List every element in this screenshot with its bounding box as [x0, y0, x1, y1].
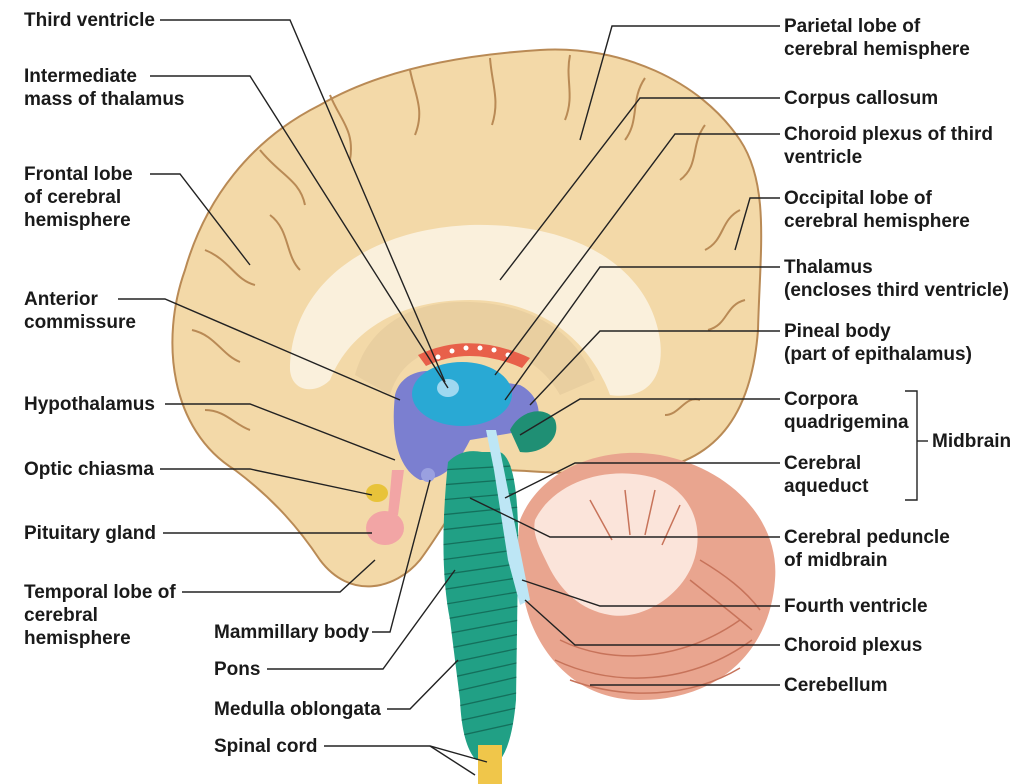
pituitary-shape: [366, 511, 404, 545]
label-pineal-body: Pineal body (part of epithalamus): [784, 320, 972, 366]
label-line: Pons: [214, 658, 260, 681]
label-line: Occipital lobe of: [784, 187, 970, 210]
label-line: hemisphere: [24, 209, 133, 232]
label-cerebral-peduncle: Cerebral peduncle of midbrain: [784, 526, 950, 572]
label-thalamus: Thalamus (encloses third ventricle): [784, 256, 1009, 302]
label-choroid-plexus-third: Choroid plexus of third ventricle: [784, 123, 993, 169]
label-line: (encloses third ventricle): [784, 279, 1009, 302]
label-line: Frontal lobe: [24, 163, 133, 186]
label-line: Anterior: [24, 288, 136, 311]
label-line: Corpora: [784, 388, 909, 411]
label-line: Choroid plexus of third: [784, 123, 993, 146]
label-line: Cerebral peduncle: [784, 526, 950, 549]
spinal-cord-shape: [478, 745, 502, 784]
label-temporal-lobe: Temporal lobe of cerebral hemisphere: [24, 581, 176, 650]
label-cerebral-aqueduct: Cerebral aqueduct: [784, 452, 868, 498]
label-line: Cerebral: [784, 452, 868, 475]
label-line: aqueduct: [784, 475, 868, 498]
label-frontal-lobe: Frontal lobe of cerebral hemisphere: [24, 163, 133, 232]
label-anterior-commissure: Anterior commissure: [24, 288, 136, 334]
label-medulla-oblongata: Medulla oblongata: [214, 698, 381, 721]
label-line: Parietal lobe of: [784, 15, 970, 38]
label-third-ventricle: Third ventricle: [24, 9, 155, 32]
label-line: Hypothalamus: [24, 393, 155, 416]
label-line: Spinal cord: [214, 735, 317, 758]
label-cerebellum: Cerebellum: [784, 674, 887, 697]
label-line: cerebral hemisphere: [784, 210, 970, 233]
mammillary-shape: [421, 468, 435, 482]
label-line: Third ventricle: [24, 9, 155, 32]
label-line: Medulla oblongata: [214, 698, 381, 721]
label-line: mass of thalamus: [24, 88, 185, 111]
label-parietal-lobe: Parietal lobe of cerebral hemisphere: [784, 15, 970, 61]
label-line: Optic chiasma: [24, 458, 154, 481]
label-line: Cerebellum: [784, 674, 887, 697]
label-line: Mammillary body: [214, 621, 369, 644]
label-line: commissure: [24, 311, 136, 334]
label-choroid-plexus: Choroid plexus: [784, 634, 922, 657]
label-line: quadrigemina: [784, 411, 909, 434]
label-line: cerebral hemisphere: [784, 38, 970, 61]
label-line: cerebral: [24, 604, 176, 627]
label-line: Corpus callosum: [784, 87, 938, 110]
label-pons: Pons: [214, 658, 260, 681]
leader-medulla: [387, 660, 458, 709]
label-corpora-quadrigemina: Corpora quadrigemina: [784, 388, 909, 434]
label-line: of midbrain: [784, 549, 950, 572]
label-line: Pineal body: [784, 320, 972, 343]
label-corpus-callosum: Corpus callosum: [784, 87, 938, 110]
label-line: (part of epithalamus): [784, 343, 972, 366]
label-intermediate-mass: Intermediate mass of thalamus: [24, 65, 185, 111]
label-optic-chiasma: Optic chiasma: [24, 458, 154, 481]
label-fourth-ventricle: Fourth ventricle: [784, 595, 928, 618]
label-pituitary-gland: Pituitary gland: [24, 522, 156, 545]
label-line: of cerebral: [24, 186, 133, 209]
label-midbrain: Midbrain: [932, 430, 1011, 453]
label-hypothalamus: Hypothalamus: [24, 393, 155, 416]
leader-spinal-cord-2: [430, 746, 475, 775]
label-line: Choroid plexus: [784, 634, 922, 657]
optic-chiasma-shape: [366, 484, 388, 502]
label-line: Fourth ventricle: [784, 595, 928, 618]
label-line: Midbrain: [932, 430, 1011, 453]
leader-spinal-cord-1: [324, 746, 487, 762]
label-spinal-cord: Spinal cord: [214, 735, 317, 758]
label-line: Intermediate: [24, 65, 185, 88]
label-line: Pituitary gland: [24, 522, 156, 545]
label-mammillary-body: Mammillary body: [214, 621, 369, 644]
label-occipital-lobe: Occipital lobe of cerebral hemisphere: [784, 187, 970, 233]
label-line: hemisphere: [24, 627, 176, 650]
label-line: ventricle: [784, 146, 993, 169]
label-line: Thalamus: [784, 256, 1009, 279]
label-line: Temporal lobe of: [24, 581, 176, 604]
